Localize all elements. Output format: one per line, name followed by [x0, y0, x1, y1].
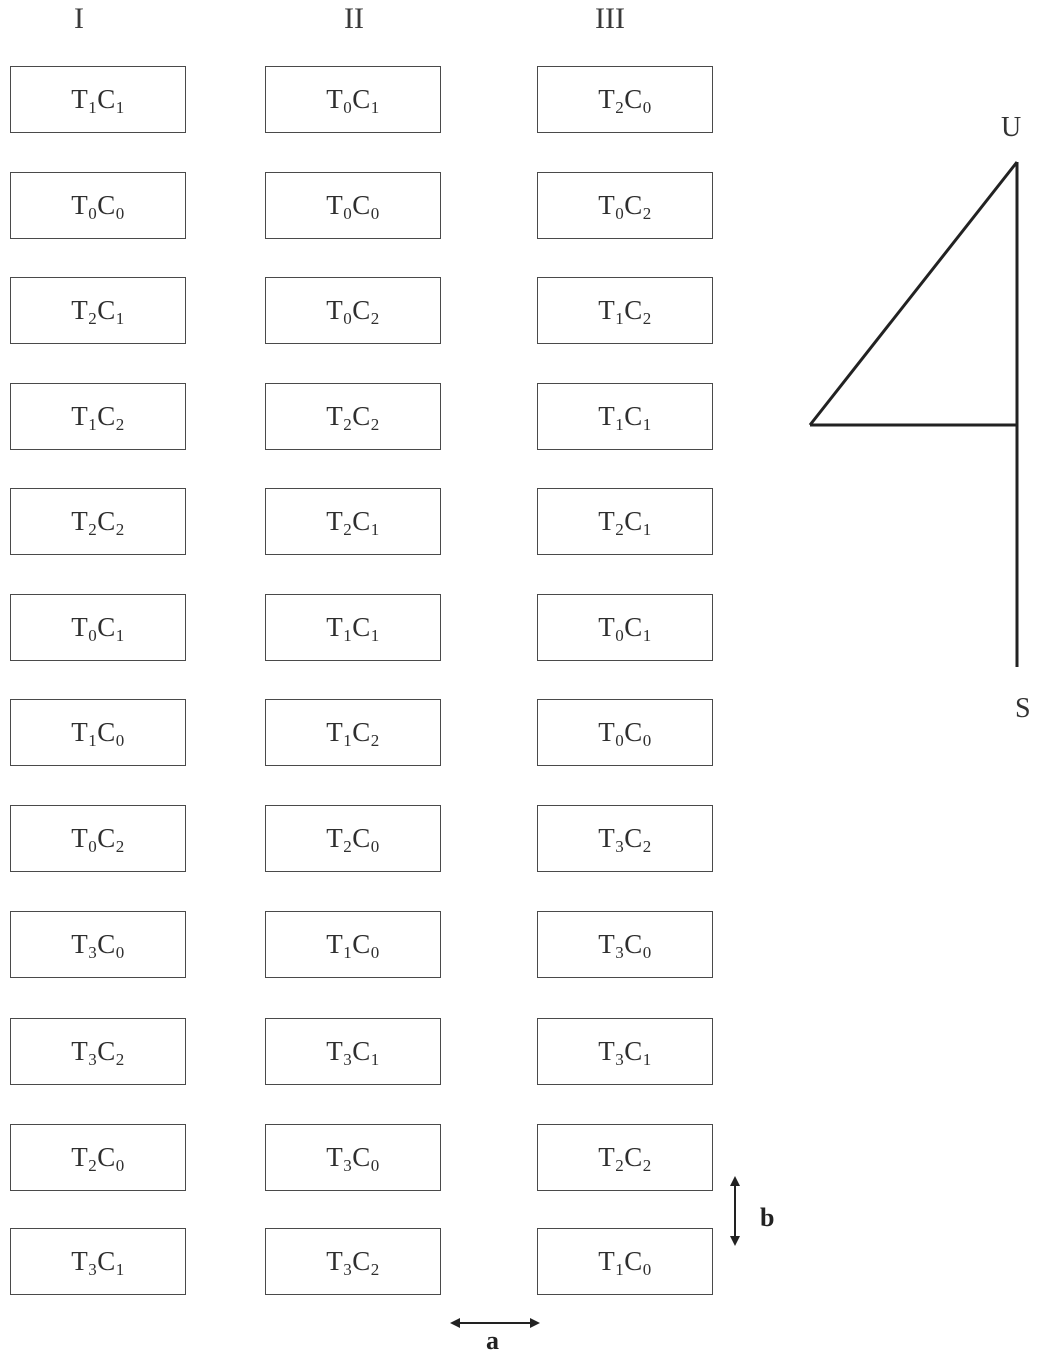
plot-r4-c1: T1C2 [10, 383, 186, 450]
plot-treatment-label: T1C2 [326, 717, 380, 750]
plot-r5-c2: T2C1 [265, 488, 441, 555]
column-header-3: III [595, 2, 625, 35]
plot-r6-c1: T0C1 [10, 594, 186, 661]
plot-r10-c1: T3C2 [10, 1018, 186, 1085]
plot-treatment-label: T0C0 [71, 190, 125, 223]
plot-r9-c3: T3C0 [537, 911, 713, 978]
column-header-1: I [74, 2, 84, 35]
plot-r6-c2: T1C1 [265, 594, 441, 661]
plot-r4-c3: T1C1 [537, 383, 713, 450]
plot-r5-c1: T2C2 [10, 488, 186, 555]
plot-treatment-label: T0C1 [71, 612, 125, 645]
north-arrow-icon [808, 161, 1019, 667]
plot-r10-c2: T3C1 [265, 1018, 441, 1085]
plot-r4-c2: T2C2 [265, 383, 441, 450]
plot-r3-c2: T0C2 [265, 277, 441, 344]
plot-r2-c3: T0C2 [537, 172, 713, 239]
column-header-2: II [344, 2, 364, 35]
plot-r9-c2: T1C0 [265, 911, 441, 978]
plot-treatment-label: T3C2 [326, 1246, 380, 1279]
plot-r3-c1: T2C1 [10, 277, 186, 344]
plot-treatment-label: T3C1 [71, 1246, 125, 1279]
plot-r12-c3: T1C0 [537, 1228, 713, 1295]
plot-treatment-label: T2C2 [598, 1142, 652, 1175]
plot-treatment-label: T2C1 [598, 506, 652, 539]
plot-r5-c3: T2C1 [537, 488, 713, 555]
plot-r11-c3: T2C2 [537, 1124, 713, 1191]
compass-south-label: S [1015, 693, 1031, 724]
plot-treatment-label: T1C1 [326, 612, 380, 645]
plot-treatment-label: T2C2 [326, 401, 380, 434]
plot-treatment-label: T3C1 [598, 1036, 652, 1069]
plot-r11-c1: T2C0 [10, 1124, 186, 1191]
plot-r1-c3: T2C0 [537, 66, 713, 133]
plot-treatment-label: T0C1 [598, 612, 652, 645]
plot-treatment-label: T2C0 [71, 1142, 125, 1175]
plot-r10-c3: T3C1 [537, 1018, 713, 1085]
plot-treatment-label: T1C1 [598, 401, 652, 434]
plot-treatment-label: T2C1 [326, 506, 380, 539]
plot-treatment-label: T2C1 [71, 295, 125, 328]
spacing-b-label: b [760, 1203, 775, 1232]
plot-treatment-label: T0C2 [71, 823, 125, 856]
plot-r2-c1: T0C0 [10, 172, 186, 239]
plot-r7-c1: T1C0 [10, 699, 186, 766]
plot-r8-c2: T2C0 [265, 805, 441, 872]
plot-r12-c1: T3C1 [10, 1228, 186, 1295]
plot-treatment-label: T1C2 [71, 401, 125, 434]
plot-treatment-label: T0C2 [326, 295, 380, 328]
plot-r12-c2: T3C2 [265, 1228, 441, 1295]
plot-treatment-label: T2C0 [598, 84, 652, 117]
plot-r9-c1: T3C0 [10, 911, 186, 978]
plot-treatment-label: T1C0 [598, 1246, 652, 1279]
plot-treatment-label: T3C2 [598, 823, 652, 856]
plot-treatment-label: T1C2 [598, 295, 652, 328]
plot-treatment-label: T0C0 [598, 717, 652, 750]
plot-treatment-label: T2C0 [326, 823, 380, 856]
compass-north-label: U [1001, 112, 1022, 143]
plot-treatment-label: T3C0 [598, 929, 652, 962]
plot-r7-c3: T0C0 [537, 699, 713, 766]
plot-treatment-label: T2C2 [71, 506, 125, 539]
plot-treatment-label: T0C2 [598, 190, 652, 223]
plot-treatment-label: T0C1 [326, 84, 380, 117]
plot-r1-c1: T1C1 [10, 66, 186, 133]
plot-treatment-label: T3C0 [71, 929, 125, 962]
plot-r11-c2: T3C0 [265, 1124, 441, 1191]
plot-r8-c3: T3C2 [537, 805, 713, 872]
plot-treatment-label: T1C0 [326, 929, 380, 962]
plot-r1-c2: T0C1 [265, 66, 441, 133]
plot-treatment-label: T3C1 [326, 1036, 380, 1069]
plot-treatment-label: T1C1 [71, 84, 125, 117]
plot-r6-c3: T0C1 [537, 594, 713, 661]
spacing-a-label: a [486, 1326, 499, 1355]
plot-treatment-label: T1C0 [71, 717, 125, 750]
plot-r2-c2: T0C0 [265, 172, 441, 239]
plot-r7-c2: T1C2 [265, 699, 441, 766]
plot-treatment-label: T3C2 [71, 1036, 125, 1069]
plot-treatment-label: T0C0 [326, 190, 380, 223]
plot-r8-c1: T0C2 [10, 805, 186, 872]
plot-treatment-label: T3C0 [326, 1142, 380, 1175]
plot-r3-c3: T1C2 [537, 277, 713, 344]
